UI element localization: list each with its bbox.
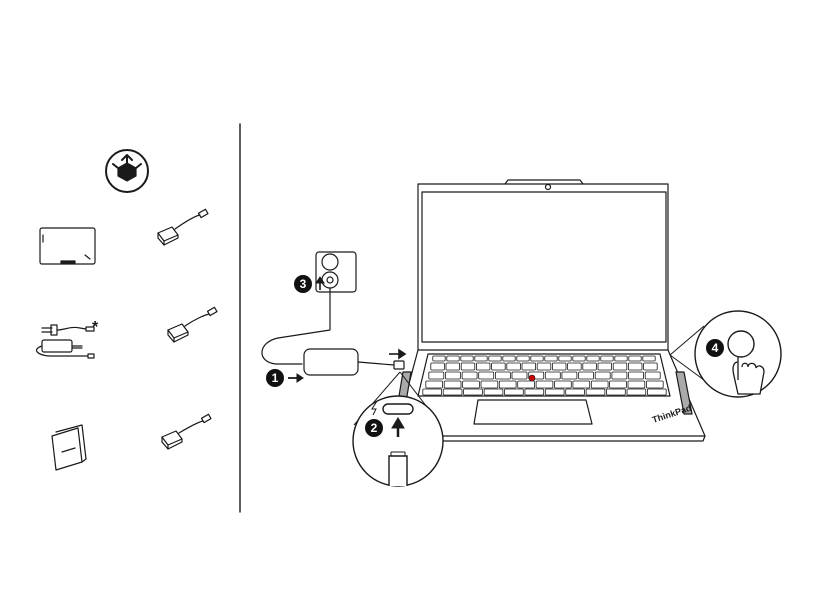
- keyboard-key: [598, 363, 612, 370]
- keyboard-key: [512, 372, 527, 379]
- keyboard-key: [475, 356, 487, 361]
- svg-text:1: 1: [272, 371, 279, 385]
- arrow-right-icon: [389, 350, 405, 358]
- laptop-main: [395, 180, 705, 441]
- booklet-icon: [52, 425, 86, 470]
- keyboard-key: [587, 356, 599, 361]
- keyboard-key: [583, 363, 597, 370]
- keyboard-key: [446, 363, 460, 370]
- keyboard-key: [423, 389, 442, 395]
- usb-c-port-zoom: [353, 396, 443, 486]
- power-cord: [262, 288, 330, 364]
- keyboard-key: [610, 381, 627, 388]
- keyboard-key: [595, 372, 610, 379]
- keyboard-key: [629, 356, 641, 361]
- keyboard-key: [645, 372, 660, 379]
- keyboard-key: [643, 356, 655, 361]
- keyboard-key: [537, 363, 551, 370]
- keyboard-key: [545, 372, 560, 379]
- keyboard-key: [579, 372, 594, 379]
- arrow-up-icon: [316, 277, 324, 290]
- keyboard-key: [443, 389, 462, 395]
- keyboard-key: [562, 372, 577, 379]
- keyboard-key: [613, 363, 627, 370]
- keyboard-key: [629, 372, 644, 379]
- keyboard-key: [628, 381, 645, 388]
- keyboard-key: [545, 356, 557, 361]
- keyboard-key: [591, 381, 608, 388]
- keyboard-key: [505, 389, 524, 395]
- keyboard-key: [447, 356, 459, 361]
- keyboard-key: [525, 389, 544, 395]
- keyboard-key: [495, 372, 510, 379]
- keyboard-key: [573, 356, 585, 361]
- keyboard-key: [531, 356, 543, 361]
- keyboard-key: [492, 363, 506, 370]
- trackpoint: [529, 375, 535, 381]
- keyboard-key: [627, 389, 646, 395]
- power-button-zoom: [695, 311, 781, 397]
- keyboard-key: [615, 356, 627, 361]
- keyboard-key: [586, 389, 605, 395]
- keyboard-key: [607, 389, 626, 395]
- keyboard-key: [612, 372, 627, 379]
- keyboard-key: [566, 389, 585, 395]
- asterisk-note: *: [92, 319, 99, 336]
- keyboard-key: [481, 381, 498, 388]
- arrow-right-icon: [288, 374, 303, 382]
- keyboard-key: [433, 356, 445, 361]
- svg-text:3: 3: [300, 277, 307, 291]
- keyboard-key: [479, 372, 494, 379]
- brand-label: ThinkPad: [651, 403, 693, 425]
- keyboard-key: [646, 381, 663, 388]
- keyboard-key: [462, 372, 477, 379]
- step-badge-2: 2: [365, 419, 383, 437]
- keyboard-key: [552, 363, 566, 370]
- svg-text:4: 4: [712, 341, 719, 355]
- keyboard-key: [484, 389, 503, 395]
- keyboard-key: [522, 363, 536, 370]
- keyboard-keys: [423, 356, 666, 395]
- step-badge-3: 3: [294, 275, 312, 293]
- power-brick: [304, 349, 404, 375]
- adapter-icon: [158, 209, 208, 245]
- keyboard-key: [429, 372, 444, 379]
- keyboard-key: [507, 363, 521, 370]
- keyboard-key: [559, 356, 571, 361]
- keyboard-key: [426, 381, 443, 388]
- keyboard-key: [628, 363, 642, 370]
- keyboard-key: [555, 381, 572, 388]
- keyboard-key: [476, 363, 490, 370]
- keyboard-key: [573, 381, 590, 388]
- svg-text:2: 2: [371, 421, 378, 435]
- step-badge-4: 4: [706, 339, 724, 357]
- keyboard-key: [568, 363, 582, 370]
- keyboard-key: [489, 356, 501, 361]
- keyboard-key: [601, 356, 613, 361]
- adapter-icon: [168, 307, 217, 342]
- keyboard-key: [503, 356, 515, 361]
- power-adapter-icon: [37, 325, 94, 358]
- keyboard-key: [647, 389, 666, 395]
- step-badge-1: 1: [266, 369, 284, 387]
- keyboard-key: [499, 381, 516, 388]
- keyboard-key: [431, 363, 445, 370]
- box-unpack-icon: [106, 150, 148, 192]
- laptop-icon: [40, 228, 95, 264]
- keyboard-key: [461, 356, 473, 361]
- adapter-icon: [162, 414, 211, 449]
- keyboard-key: [517, 356, 529, 361]
- keyboard-key: [644, 363, 658, 370]
- keyboard-key: [464, 389, 483, 395]
- keyboard-key: [463, 381, 480, 388]
- keyboard-key: [444, 381, 461, 388]
- wall-outlet-icon: [316, 252, 356, 292]
- keyboard-key: [445, 372, 460, 379]
- keyboard-key: [518, 381, 535, 388]
- keyboard-key: [461, 363, 475, 370]
- keyboard-key: [545, 389, 564, 395]
- keyboard-key: [536, 381, 553, 388]
